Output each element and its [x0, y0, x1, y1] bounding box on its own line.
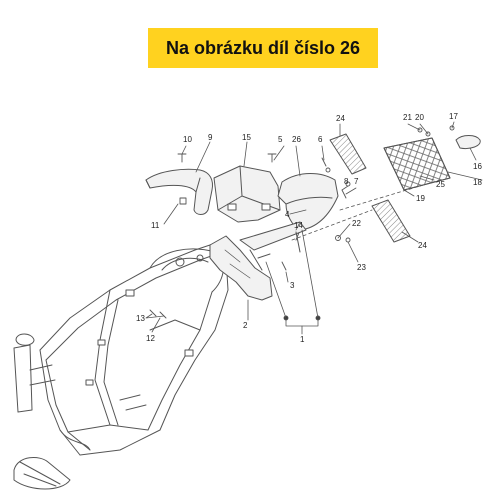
callout-12: 12: [146, 334, 155, 343]
callout-26: 26: [292, 135, 301, 144]
part-9-grab-handle: [145, 168, 213, 215]
callout-13: 13: [136, 314, 145, 323]
callout-17: 17: [449, 112, 458, 121]
callout-21: 21: [403, 113, 412, 122]
callout-6: 6: [318, 135, 323, 144]
callout-7: 7: [354, 177, 359, 186]
part-number-banner: Na obrázku díl číslo 26: [148, 28, 378, 68]
callout-23: 23: [357, 263, 366, 272]
callout-9: 9: [208, 133, 213, 142]
callout-8: 8: [344, 177, 349, 186]
callout-25: 25: [436, 180, 445, 189]
part-15-tray: [213, 165, 281, 223]
part-24-upper-reflector: [329, 133, 367, 175]
leader-lines: [145, 121, 483, 335]
part-16-plate-light: [455, 135, 481, 149]
callout-20: 20: [415, 113, 424, 122]
callout-15: 15: [242, 133, 251, 142]
callout-1: 1: [300, 335, 305, 344]
part-24-lower-reflector: [371, 199, 411, 243]
callout-14: 14: [294, 221, 303, 230]
part-26-mudguard: [277, 173, 339, 241]
callout-19: 19: [416, 194, 425, 203]
callout-24-lower: 24: [418, 241, 427, 250]
callout-4: 4: [285, 210, 290, 219]
callout-2: 2: [243, 321, 248, 330]
callout-22: 22: [352, 219, 361, 228]
callout-16: 16: [473, 162, 482, 171]
callout-3: 3: [290, 281, 295, 290]
part-18-plate-holder: [383, 137, 451, 191]
callout-24-upper: 24: [336, 114, 345, 123]
scooter-frame: [13, 239, 229, 490]
callout-labels: 1 2 3 4 5 6 7 8 9 10 11 12 13 14 15 16 1…: [136, 112, 482, 344]
callout-18: 18: [473, 178, 482, 187]
part-2-side-plate: [209, 235, 273, 301]
part-14-bracket: [239, 221, 307, 271]
callout-11: 11: [151, 221, 160, 230]
callout-5: 5: [278, 135, 283, 144]
callout-10: 10: [183, 135, 192, 144]
fasteners: [149, 125, 455, 321]
